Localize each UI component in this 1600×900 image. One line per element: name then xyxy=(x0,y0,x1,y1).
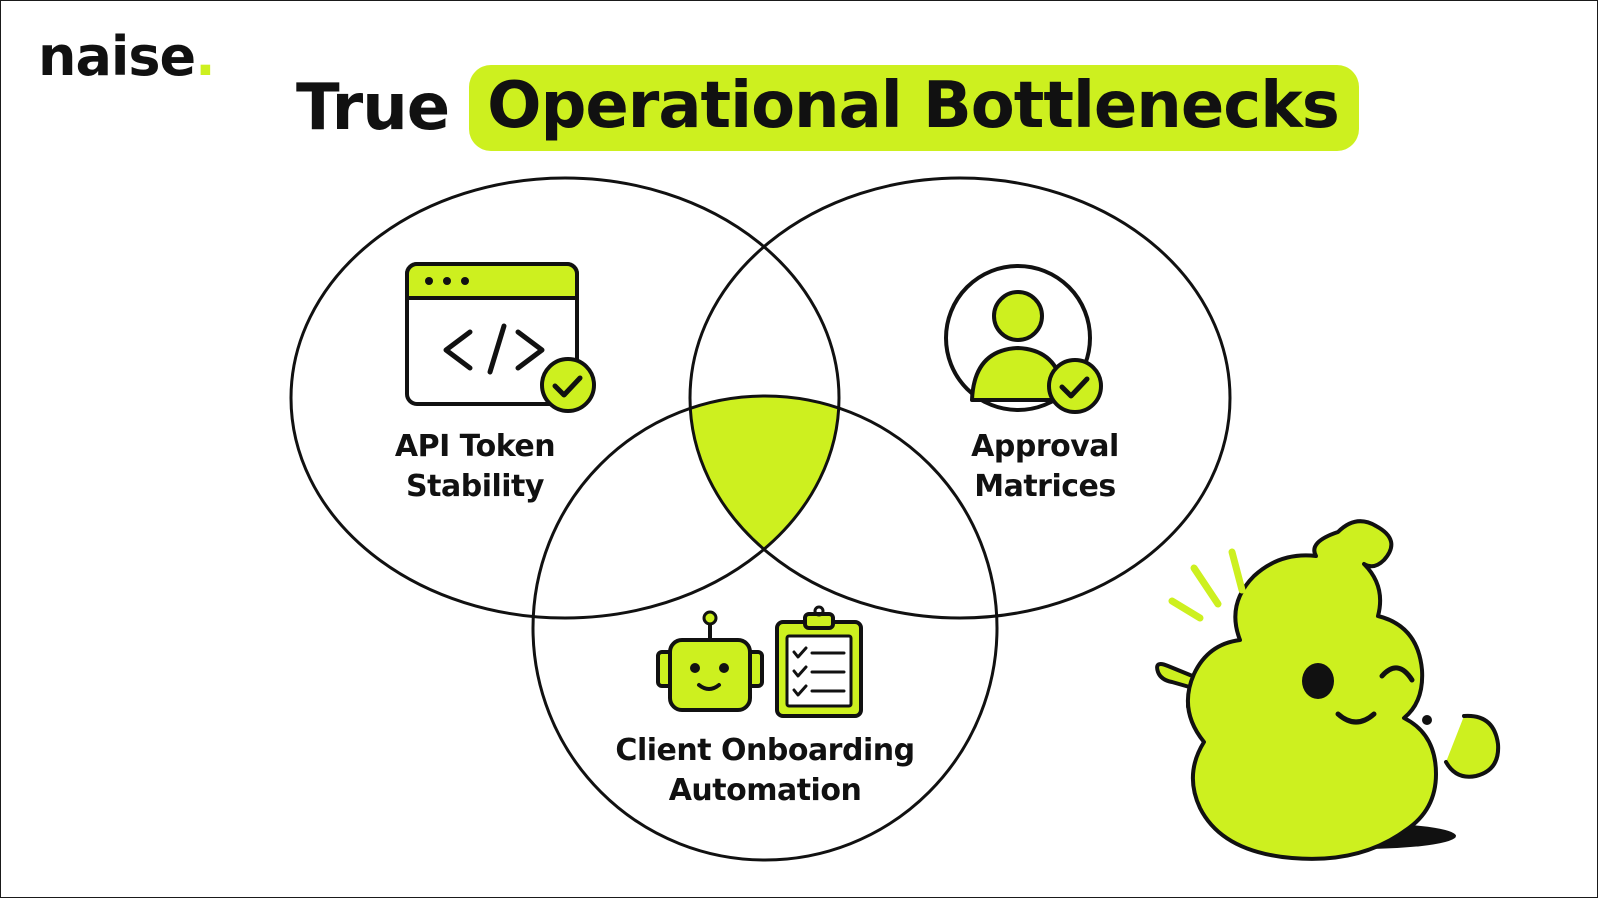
venn-circle-api-token xyxy=(289,176,841,620)
venn-label-api-token: API Token Stability xyxy=(365,427,585,507)
code-window-check-icon xyxy=(405,262,596,413)
logo-text: naise xyxy=(38,25,196,88)
venn-label-onboarding: Client Onboarding Automation xyxy=(600,731,930,811)
brand-logo: naise. xyxy=(38,30,216,84)
venn-label-approval-line1: Approval xyxy=(971,429,1119,464)
venn-label-api-token-line1: API Token xyxy=(394,429,556,464)
venn-circle-approval xyxy=(688,176,1232,620)
venn-circle-onboarding xyxy=(531,394,999,862)
checklist-clipboard-icon xyxy=(775,605,863,718)
logo-dot: . xyxy=(195,25,215,88)
venn-label-onboarding-line1: Client Onboarding xyxy=(615,733,915,768)
venn-label-api-token-line2: Stability xyxy=(406,469,544,504)
title-plain-text: True xyxy=(296,71,450,145)
venn-label-approval-line2: Matrices xyxy=(974,469,1116,504)
slide-title: True Operational Bottlenecks xyxy=(296,62,1359,154)
venn-label-onboarding-line2: Automation xyxy=(668,773,862,808)
robot-icon xyxy=(656,610,764,712)
title-highlight-text: Operational Bottlenecks xyxy=(469,65,1359,151)
pointing-blob-mascot-icon xyxy=(1155,519,1501,861)
venn-label-approval: Approval Matrices xyxy=(935,427,1155,507)
user-check-icon xyxy=(944,264,1103,414)
